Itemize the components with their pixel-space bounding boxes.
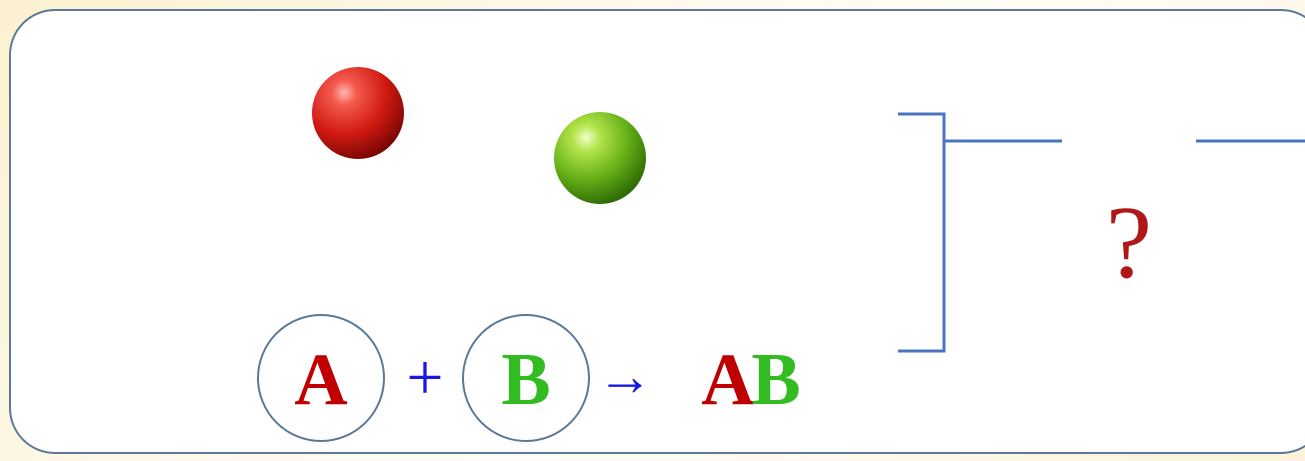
green-sphere-atom xyxy=(554,112,646,204)
reactant-a-label: A xyxy=(294,339,347,421)
product-b-label: B xyxy=(751,339,800,421)
reactant-b-label: B xyxy=(501,339,550,421)
plus-sign: + xyxy=(406,341,443,414)
reactant-a-circle xyxy=(257,314,385,442)
bracket-line xyxy=(898,112,946,353)
product-a-label: A xyxy=(701,339,754,421)
content-panel xyxy=(9,9,1305,454)
reactant-b-circle xyxy=(462,314,590,442)
red-sphere-atom xyxy=(312,67,404,159)
question-mark: ? xyxy=(1106,185,1152,300)
reaction-arrow: → xyxy=(597,346,653,408)
